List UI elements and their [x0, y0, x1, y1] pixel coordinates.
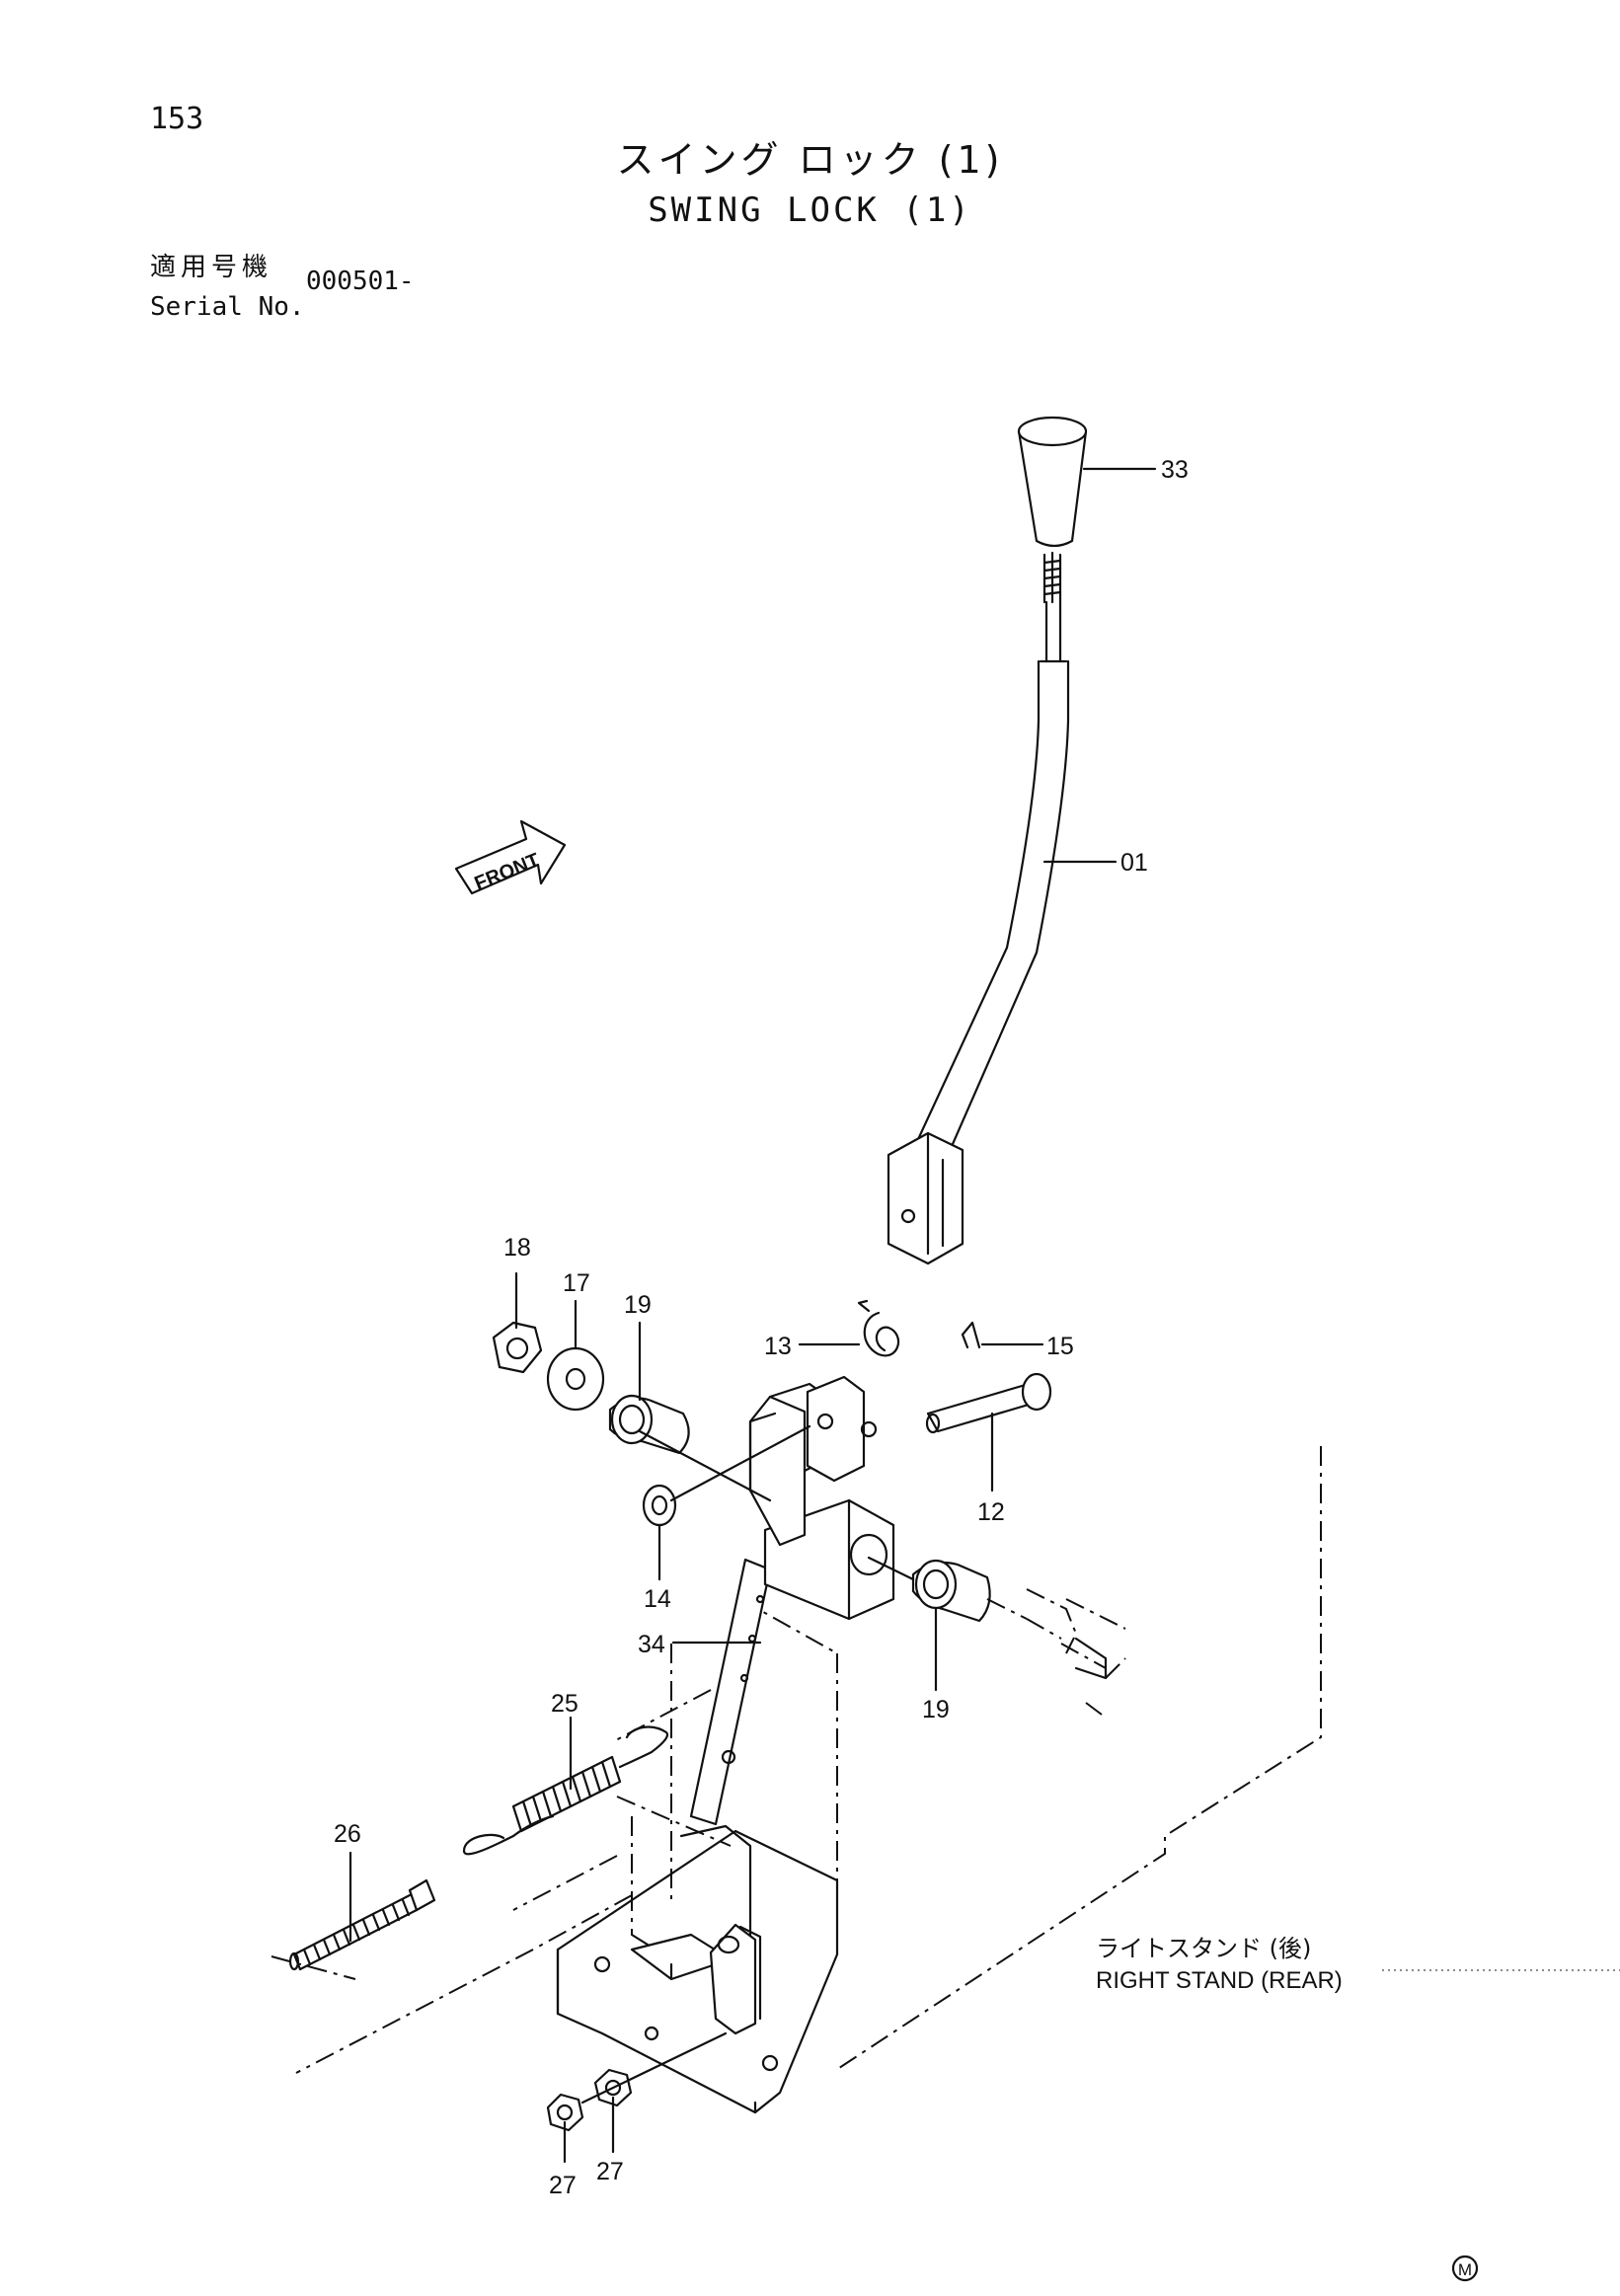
callout-12: 12: [977, 1498, 1005, 1526]
callout-27-right: 27: [596, 2158, 624, 2185]
stand-label-japanese: ライトスタンド (後): [1096, 1935, 1311, 1962]
callout-33: 33: [1161, 456, 1189, 484]
corner-mark-letter: M: [1458, 2260, 1472, 2279]
construction-lines: [270, 1424, 1126, 2105]
title-english: SWING LOCK (1): [648, 191, 972, 230]
callout-labels: 33 01 18 17 19 13 15 12 14 34 19 25 26 2…: [334, 456, 1189, 2199]
callout-14: 14: [644, 1585, 671, 1613]
callout-15: 15: [1046, 1333, 1074, 1360]
front-direction-arrow: FRONT: [454, 819, 567, 895]
serial-label-english: Serial No.: [150, 292, 305, 322]
lever-rod: [887, 600, 1070, 1265]
corner-mark: M: [1451, 2255, 1479, 2282]
stand-label: ライトスタンド (後) RIGHT STAND (REAR): [1096, 1935, 1343, 1994]
callout-18: 18: [503, 1234, 531, 1262]
callout-26: 26: [334, 1820, 361, 1848]
callout-01: 01: [1120, 849, 1148, 877]
callout-19-upper: 19: [624, 1291, 652, 1319]
serial-label-japanese: 適用号機: [150, 253, 273, 282]
callout-27-left: 27: [549, 2172, 577, 2199]
serial-number-value: 000501-: [306, 267, 415, 296]
page-number: 153: [150, 102, 204, 136]
callout-13: 13: [764, 1333, 792, 1360]
lever-knob: [1017, 416, 1088, 604]
stand-label-english: RIGHT STAND (REAR): [1096, 1967, 1343, 1994]
leader-lines: [348, 467, 1620, 2164]
callout-25: 25: [551, 1690, 579, 1718]
pin-and-spring: [857, 1299, 1052, 1434]
main-lever-assembly: [689, 1375, 895, 1826]
right-stand-body: [556, 1446, 1322, 2114]
callout-17: 17: [563, 1269, 590, 1297]
callout-34: 34: [638, 1631, 665, 1658]
spring-and-bolt: [288, 1725, 669, 1971]
title-japanese: スイング ロック (1): [616, 138, 1004, 182]
callout-19-lower: 19: [922, 1696, 950, 1723]
